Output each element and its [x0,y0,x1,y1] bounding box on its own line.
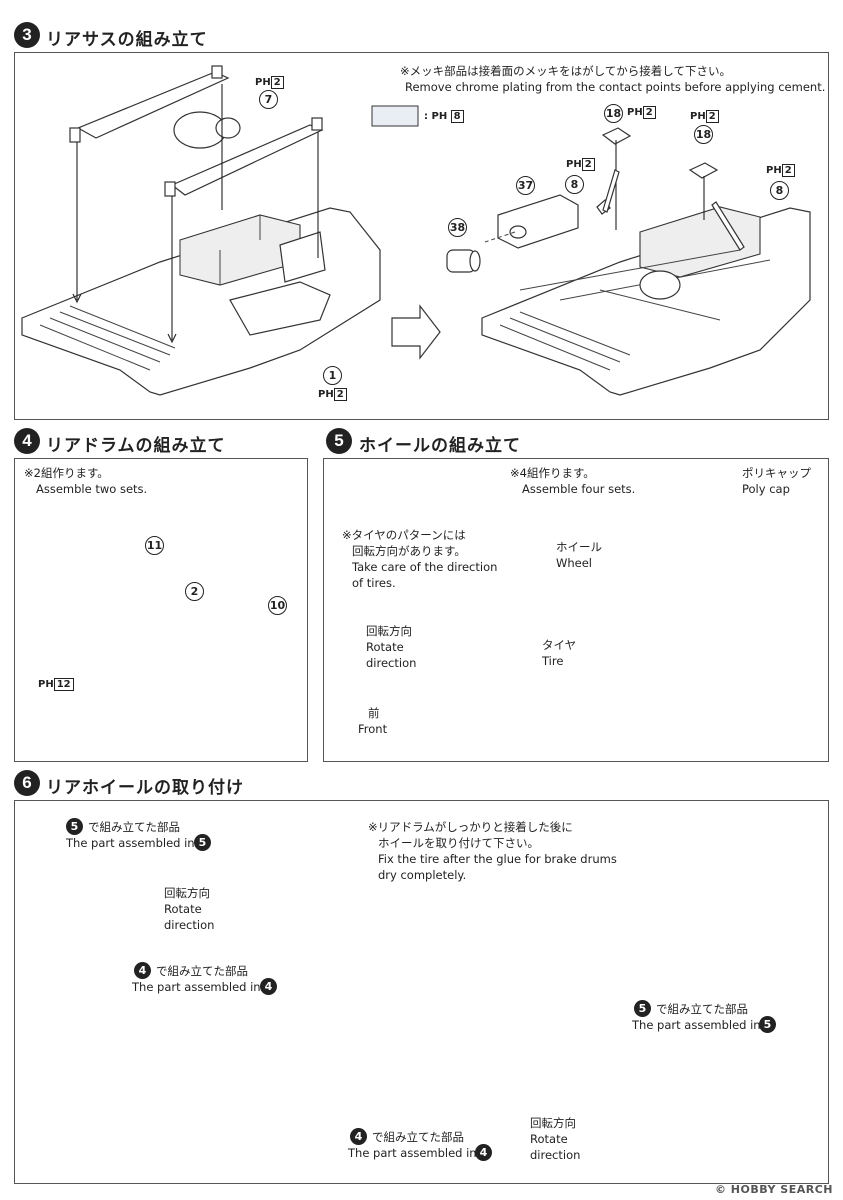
part-18b-callout: 18 [694,125,713,144]
ph-prefix: PH [566,159,582,170]
ph-prefix: PH [255,77,271,88]
ph-legend-box: 8 [450,110,464,123]
polycap-label-jp: ポリキャップ [742,466,811,480]
part-8b-callout: 8 [770,181,789,200]
ph-prefix: PH [690,111,706,122]
rotate-en2-b: direction [530,1148,581,1162]
ph-prefix: PH [318,389,334,400]
step-4-title: リアドラムの組み立て [46,436,226,456]
part-8a-callout: 8 [565,175,584,194]
step3-transition-arrow [391,304,441,360]
chrome-note-en: Remove chrome plating from the contact p… [405,80,826,94]
wheel-label-en: Wheel [556,556,593,570]
step-4-note-en: Assemble two sets. [36,482,148,496]
step-4-number: 4 [14,428,40,454]
step-6-note-jp1: ※リアドラムがしっかりと接着した後に [368,820,573,834]
rotate-label-jp: 回転方向 [366,624,412,638]
ref-step5-en-a: The part assembled in [66,836,195,850]
part-11-callout: 11 [145,536,164,555]
ref-step5-jp-a: で組み立てた部品 [88,820,180,834]
ref-step4-icon-a: 4 [134,962,151,979]
ref-step4-en-b: The part assembled in [348,1146,477,1160]
part-1-callout: 1 [323,366,342,385]
tire-label-en: Tire [542,654,564,668]
part-37-callout: 37 [516,176,535,195]
ph-box: 2 [333,388,347,401]
ref-step5-icon-b2: 5 [759,1016,776,1033]
tire-inset-jp2: 回転方向があります。 [352,544,466,558]
rotate-jp-a: 回転方向 [164,886,210,900]
part-2-callout: 2 [185,582,204,601]
legend-sep: : [424,111,428,122]
ph-box: 2 [270,76,284,89]
step3-left-chassis [21,65,381,396]
step-5-title: ホイールの組み立て [359,436,521,456]
tire-inset-en1: Take care of the direction [352,560,498,574]
ph-box: 2 [642,106,656,119]
ref-step5-jp-b: で組み立てた部品 [656,1002,748,1016]
polycap-label-en: Poly cap [742,482,790,496]
ph-box: 2 [581,158,595,171]
rotate-jp-b: 回転方向 [530,1116,576,1130]
ph-box: 12 [53,678,74,691]
ref-step4-icon-b2: 4 [475,1144,492,1161]
ref-step5-icon-a: 5 [66,818,83,835]
part-38-callout: 38 [448,218,467,237]
step-3-number: 3 [14,22,40,48]
rotate-en1-a: Rotate [164,902,202,916]
ph-box: 2 [705,110,719,123]
tire-inset-jp1: ※タイヤのパターンには [342,528,466,542]
ph-prefix: PH [38,679,54,690]
ph-prefix: PH [766,165,782,176]
rotate-en1-b: Rotate [530,1132,568,1146]
part-7-callout: 7 [259,90,278,109]
chrome-legend-ph: : PH 8 [424,110,464,123]
step-6-note-jp2: ホイールを取り付けて下さい。 [378,836,539,850]
ref-step4-jp-b: で組み立てた部品 [372,1130,464,1144]
part-10-callout: 10 [268,596,287,615]
ph-prefix: PH [431,111,448,122]
step-5-note-en: Assemble four sets. [522,482,636,496]
chrome-note-jp: ※メッキ部品は接着面のメッキをはがしてから接着して下さい。 [400,64,731,78]
tire-inset-en2: of tires. [352,576,396,590]
ref-step5-icon-a2: 5 [194,834,211,851]
wheel-label-jp: ホイール [556,540,602,554]
ph-prefix: PH [627,107,643,118]
part-18a-callout: 18 [604,104,623,123]
rotate-label-en2: direction [366,656,417,670]
rotate-label-en1: Rotate [366,640,404,654]
front-label-en: Front [358,722,388,736]
step-6-panel [14,800,829,1184]
tire-label-jp: タイヤ [542,638,577,652]
ref-step4-jp-a: で組み立てた部品 [156,964,248,978]
ref-step5-en-b: The part assembled in [632,1018,761,1032]
step-5-panel [323,458,829,762]
chrome-legend-swatch [371,105,419,127]
step-5-number: 5 [326,428,352,454]
step-4-note-jp: ※2組作ります。 [24,466,109,480]
ref-step4-icon-a2: 4 [260,978,277,995]
ref-step5-icon-b: 5 [634,1000,651,1017]
step-6-title: リアホイールの取り付け [46,778,244,798]
front-label-jp: 前 [368,706,380,720]
rotate-en2-a: direction [164,918,215,932]
watermark: © HOBBY SEARCH [714,1183,833,1196]
step3-right-chassis [446,127,811,396]
step-3-title: リアサスの組み立て [46,30,208,50]
step-6-note-en1: Fix the tire after the glue for brake dr… [378,852,617,866]
step-6-note-en2: dry completely. [378,868,467,882]
ref-step4-en-a: The part assembled in [132,980,261,994]
step-5-note-jp: ※4組作ります。 [510,466,595,480]
ph-box: 2 [781,164,795,177]
step-4-panel [14,458,308,762]
step-6-number: 6 [14,770,40,796]
ref-step4-icon-b: 4 [350,1128,367,1145]
